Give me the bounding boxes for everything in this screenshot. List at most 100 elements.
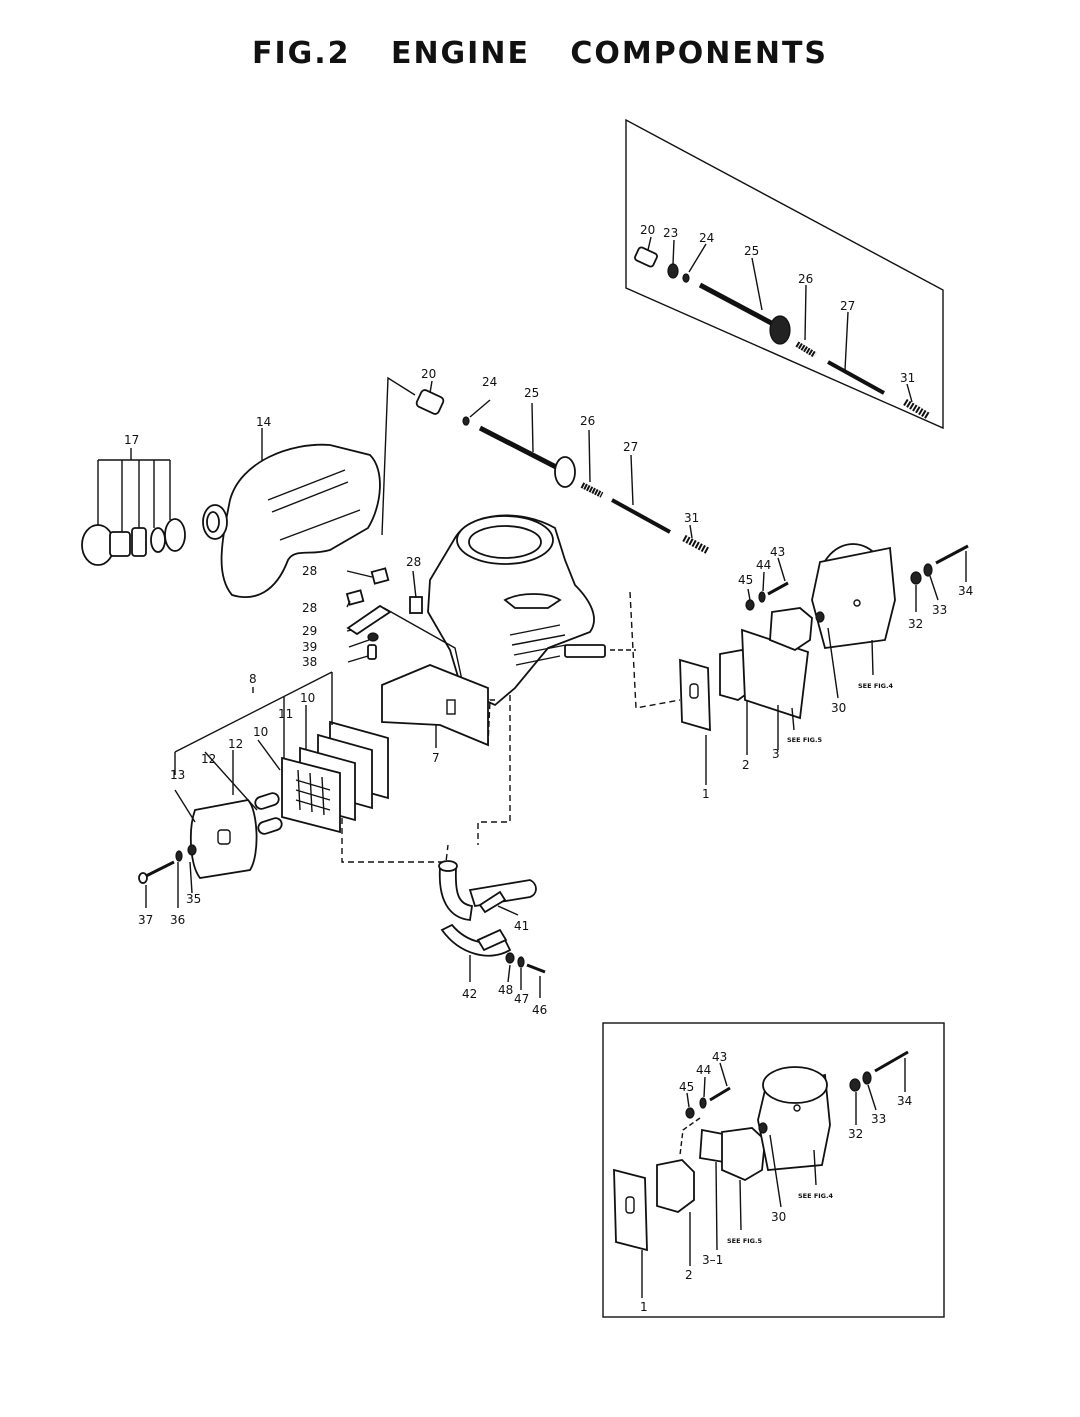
bracket-leaders [346,570,417,663]
bracket-28b [345,589,365,606]
inset-frame [625,118,944,430]
muffler-stack: 8 10 10 11 12 12 13 35 36 37 [138,671,449,927]
inset-bolt-20 [634,246,658,268]
fuel-tank-14 [220,443,381,599]
inset-drive-shaft: 20 23 24 25 26 27 31 [625,118,944,430]
washer-39 [367,632,379,642]
callout-inset-top-23: 23 [663,226,678,240]
inset-carburetor [721,1127,766,1182]
callout-inset-top-27: 27 [840,299,855,313]
bolt-43 [767,581,789,596]
callout-inset-top-20: 20 [640,223,655,237]
inset-bot-leaders [641,1058,906,1298]
inset-insulator-1 [613,1168,648,1252]
inset-spring-26 [795,341,817,358]
callout-main-25: 25 [524,386,539,400]
lockwasher-47 [517,956,525,968]
callout-main-14: 14 [256,415,271,429]
washer-30 [815,611,825,623]
carb-leaders [705,551,967,785]
bracket-42 [440,923,512,957]
air-cleaner-hole [853,599,861,607]
pipe-41 [438,867,474,921]
inset-air-cleaner-hole [793,1104,801,1112]
spacer-12b [257,817,283,835]
engine-block [427,514,636,707]
fuel-tank-ribs [267,469,361,541]
callout-main-29: 29 [302,624,317,638]
insulator-1-hole [689,683,699,699]
callout-inset-bot-45: 45 [679,1080,694,1094]
note-see-fig5-main: SEE FIG.5 [787,736,822,744]
callout-main-28a: 28 [302,564,317,578]
washer-45 [745,599,755,611]
inset-rod-27 [827,360,885,395]
callout-inset-bot-1: 1 [640,1300,648,1314]
callout-main-8: 8 [249,672,257,686]
clip-42 [476,928,508,952]
cap-seal [131,527,147,557]
muffler-cover-13 [190,799,258,879]
callout-main-2: 2 [742,758,750,772]
lockwasher-44 [758,591,766,603]
drive-shaft-assembly: 20 24 25 26 27 31 [381,367,710,555]
fuel-tank-assembly: 14 17 [81,415,381,599]
carburetor-body [769,607,813,652]
callout-inset-bot-33: 33 [871,1112,886,1126]
callout-main-48: 48 [498,983,513,997]
callout-main-1: 1 [702,787,710,801]
callout-main-24: 24 [482,375,497,389]
callout-main-47: 47 [514,992,529,1006]
callout-inset-top-26: 26 [798,272,813,286]
gasket-7-hole [446,699,456,715]
clamp-41 [478,890,507,914]
callout-main-34: 34 [958,584,973,598]
dash-7 [487,699,495,746]
washer-48 [505,952,515,964]
callout-main-38: 38 [302,655,317,669]
gasket-7-group: 7 [381,664,495,765]
inset-adapter-2 [656,1159,695,1213]
bracket-29 [346,604,392,636]
inset-bolt-43 [709,1086,731,1102]
inset-spring-31 [903,399,930,419]
leader-17-tree [97,448,171,532]
spring-26 [580,482,604,498]
fuel-line-group: 41 42 48 47 46 [438,695,547,1017]
callout-main-7: 7 [432,751,440,765]
pipe-41-end [438,860,458,872]
inset-shaft-parts [634,246,930,419]
callout-main-36: 36 [170,913,185,927]
callout-main-13: 13 [170,768,185,782]
ring-24 [462,416,470,426]
callout-main-12a: 12 [228,737,243,751]
tank-neck-inner [206,511,220,533]
bracket-line-20 [381,376,416,536]
callout-main-3: 3 [772,747,780,761]
shaft-leaders [429,380,693,539]
callout-main-32: 32 [908,617,923,631]
inset-bolt-34 [874,1050,909,1073]
callout-inset-top-25: 25 [744,244,759,258]
callout-main-11: 11 [278,707,293,721]
inset-washer-33 [862,1071,872,1085]
engine-fins [509,624,567,666]
callout-main-45: 45 [738,573,753,587]
note-see-fig4-inset: SEE FIG.4 [798,1192,833,1200]
callout-main-44: 44 [756,558,771,572]
muffler-leader-tree [145,671,333,908]
callout-main-30: 30 [831,701,846,715]
callout-main-26: 26 [580,414,595,428]
callout-main-35: 35 [186,892,201,906]
inset-top-leaders [647,236,913,403]
callout-main-28c: 28 [302,601,317,615]
carburetor-assembly: 43 44 45 34 33 32 30 1 2 3 SEE FIG.4 SEE… [629,543,973,801]
engine-fan-inner [468,525,542,559]
carb-dash-1 [629,591,681,709]
washer-33 [923,563,933,577]
muffler-cover-slot [217,829,231,845]
inset-shaft-25 [698,282,777,328]
inset-washer-23 [667,263,679,279]
